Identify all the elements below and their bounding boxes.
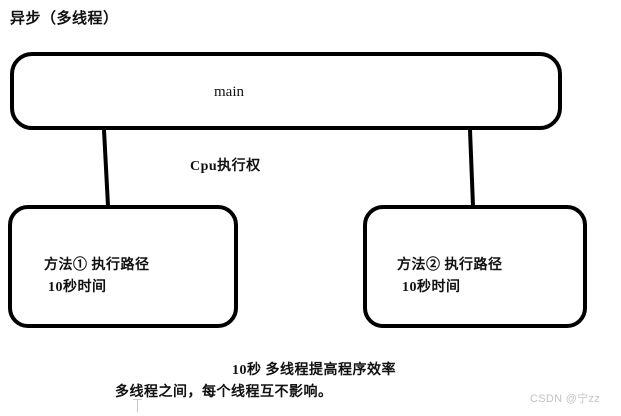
csdn-watermark: CSDN @宁zz [530, 393, 601, 405]
connector-line-right [468, 129, 475, 207]
method-two-duration-label: 10秒时间 [402, 280, 461, 295]
text-cursor-icon [133, 399, 142, 412]
connector-line-left [102, 129, 110, 207]
diagram-title: 异步（多线程） [10, 11, 119, 27]
method-one-box [8, 205, 238, 328]
text-cursor-stem [137, 399, 138, 412]
method-two-path-label: 方法② 执行路径 [397, 258, 503, 273]
method-one-path-label: 方法① 执行路径 [44, 258, 150, 273]
method-one-duration-label: 10秒时间 [48, 280, 107, 295]
main-thread-box [10, 52, 562, 130]
cpu-execution-right-label: Cpu执行权 [190, 159, 261, 174]
caption-independence: 多线程之间，每个线程互不影响。 [115, 385, 333, 400]
main-thread-label: main [214, 84, 244, 100]
method-two-box [363, 205, 587, 328]
caption-efficiency: 10秒 多线程提高程序效率 [232, 363, 396, 378]
